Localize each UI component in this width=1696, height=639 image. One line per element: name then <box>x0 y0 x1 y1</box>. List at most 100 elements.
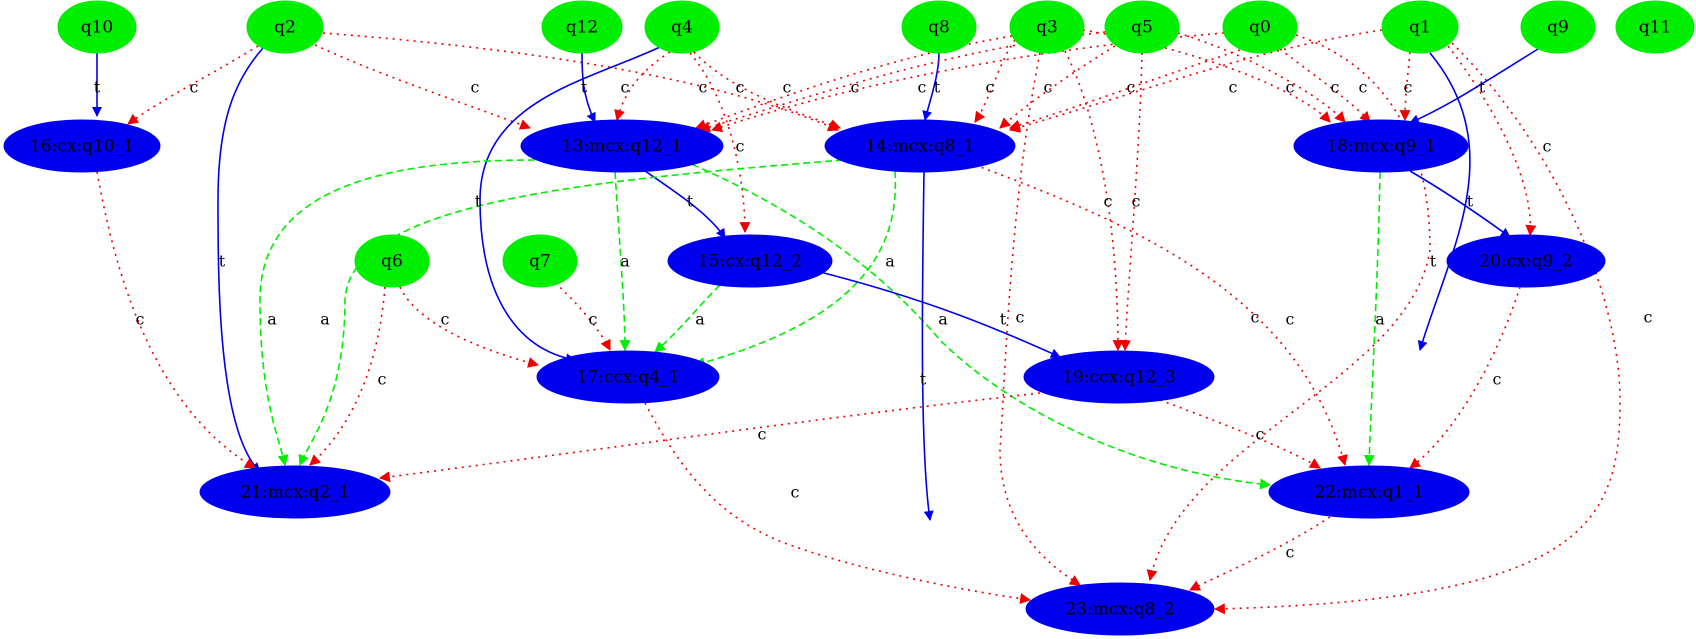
node-q12: q12 <box>541 0 623 54</box>
edge-label-q9-n18: t <box>1479 78 1486 97</box>
node-label-n15: 15:cx:q12_2 <box>698 252 802 272</box>
edge-n15-n19 <box>819 271 1061 358</box>
node-n17: 17:ccx:q4_1 <box>536 350 720 404</box>
edge-label-q0-n18: c <box>1359 78 1368 97</box>
node-shape-n21 <box>199 465 391 519</box>
node-label-q7: q7 <box>529 252 551 272</box>
edge-label-q5-n13: c <box>851 78 860 97</box>
node-label-q8: q8 <box>928 18 950 38</box>
node-shape-q1 <box>1381 0 1459 54</box>
node-shape-n15 <box>667 234 833 288</box>
edge-n13-n21 <box>259 159 536 467</box>
edge-label-q4-n14: c <box>736 78 745 97</box>
node-shape-q7 <box>502 234 578 288</box>
edge-q9-n18 <box>1409 48 1539 124</box>
edge-q3-n14 <box>974 39 1016 123</box>
edge-label-q0-n14: c <box>1127 78 1136 97</box>
edge-n13-n15 <box>644 170 726 239</box>
node-n20: 20:cx:q9_2 <box>1446 234 1606 288</box>
node-n22: 22:mcx:q1_1 <box>1268 465 1470 519</box>
edge-q1-n22 <box>1417 52 1471 351</box>
node-shape-q11 <box>1615 0 1695 54</box>
node-label-q1: q1 <box>1409 18 1431 38</box>
edge-q12-n13 <box>581 52 596 123</box>
edge-label-n13-n15: t <box>687 192 694 211</box>
edge-label-q2-n14: c <box>699 78 708 97</box>
edge-label-q2-n16: c <box>190 78 199 97</box>
edge-label-n14-n22: c <box>1286 310 1295 329</box>
edge-label-n18-n20: t <box>1467 192 1474 211</box>
node-shape-q3 <box>1009 0 1085 54</box>
edge-q4-n15 <box>689 52 751 234</box>
node-shape-q2 <box>246 0 324 54</box>
edge-label-q1-n18: c <box>1404 78 1413 97</box>
edges-layer <box>92 29 1621 615</box>
node-q4: q4 <box>644 0 720 54</box>
edge-label-q2-n13: c <box>471 78 480 97</box>
node-shape-n17 <box>536 350 720 404</box>
node-q6: q6 <box>354 234 430 288</box>
node-shape-q0 <box>1222 0 1298 54</box>
edge-label-q6-n17: c <box>441 310 450 329</box>
node-shape-n18 <box>1293 119 1469 173</box>
edge-label-n17-n23: c <box>791 483 800 502</box>
edge-q7-n17 <box>554 282 611 351</box>
edge-q8-n14 <box>922 52 940 121</box>
edge-q2-n21 <box>217 47 264 473</box>
edge-label-n14-n17: a <box>885 252 895 271</box>
edge-q6-n21 <box>309 286 386 466</box>
node-label-n22: 22:mcx:q1_1 <box>1314 483 1423 503</box>
edge-q1-n14 <box>1008 29 1383 133</box>
edge-label-q3-n18: c <box>1286 78 1295 97</box>
edge-n14-n23 <box>921 171 934 521</box>
node-n16: 16:cx:q10_1 <box>3 119 161 173</box>
node-label-n20: 20:cx:q9_2 <box>1479 252 1572 272</box>
node-label-q9: q9 <box>1547 18 1569 38</box>
edge-label-n16-n21: c <box>136 310 145 329</box>
edge-label-n15-n17: a <box>695 310 705 329</box>
edge-label-q5-n18: c <box>1331 78 1340 97</box>
edge-n22-n23 <box>1189 516 1331 591</box>
node-shape-q6 <box>354 234 430 288</box>
node-shape-n19 <box>1023 350 1215 404</box>
edge-label-q7-n17: c <box>589 310 598 329</box>
edge-q3-n18 <box>1082 29 1331 123</box>
node-shape-q4 <box>644 0 720 54</box>
edge-q6-n17 <box>399 286 540 368</box>
node-q11: q11 <box>1615 0 1695 54</box>
node-label-n17: 17:ccx:q4_1 <box>577 368 680 388</box>
node-q1: q1 <box>1381 0 1459 54</box>
edge-label-q8-n14: t <box>934 78 941 97</box>
edge-label-q1-n14: c <box>1229 78 1238 97</box>
edge-n19-n21 <box>378 392 1041 483</box>
node-shape-n14 <box>824 119 1016 173</box>
edge-q4-n14 <box>693 51 842 130</box>
node-shape-n16 <box>3 119 161 173</box>
edge-label-q3-n14: c <box>986 78 995 97</box>
edge-label-q0-n13: c <box>918 78 927 97</box>
edge-q0-n14 <box>1008 49 1241 131</box>
node-n19: 19:ccx:q12_3 <box>1023 350 1215 404</box>
node-label-n16: 16:cx:q10_1 <box>30 137 134 157</box>
node-label-n13: 13:mcx:q12_1 <box>562 137 682 157</box>
node-label-n19: 19:ccx:q12_3 <box>1062 368 1176 388</box>
edge-label-q6-n21: c <box>378 370 387 389</box>
node-label-q10: q10 <box>81 18 114 38</box>
node-q10: q10 <box>57 0 137 54</box>
edge-label-n13-n21: a <box>267 310 277 329</box>
node-n13: 13:mcx:q12_1 <box>520 119 724 173</box>
node-n21: 21:mcx:q2_1 <box>199 465 391 519</box>
edge-n18-n22 <box>1363 171 1381 467</box>
node-n15: 15:cx:q12_2 <box>667 234 833 288</box>
node-label-n18: 18:mcx:q9_1 <box>1326 137 1435 157</box>
node-label-n14: 14:mcx:q8_1 <box>865 137 974 157</box>
node-label-q5: q5 <box>1131 18 1153 38</box>
edge-q5-n18 <box>1177 32 1346 123</box>
node-shape-q8 <box>901 0 977 54</box>
edge-n14-n22 <box>974 164 1348 467</box>
node-q3: q3 <box>1009 0 1085 54</box>
node-n18: 18:mcx:q9_1 <box>1293 119 1469 173</box>
edge-label-n15-n19: t <box>1000 310 1007 329</box>
